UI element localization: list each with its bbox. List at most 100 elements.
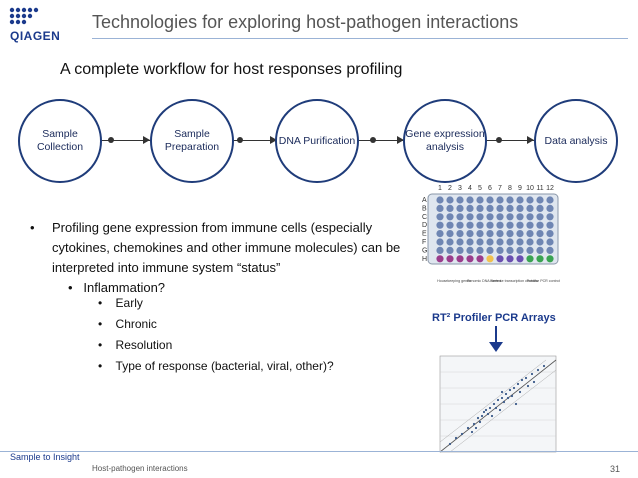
plate-well [516, 221, 524, 229]
plate-column-label: 7 [498, 185, 502, 192]
plate-well [486, 238, 494, 246]
plate-well [436, 221, 444, 229]
scatter-point [526, 384, 530, 388]
scatter-point [494, 406, 498, 410]
down-arrow-icon [489, 326, 503, 352]
plate-legend-label: Positive PCR controls [527, 279, 560, 283]
plate-well [476, 213, 484, 221]
plate-well [496, 204, 504, 212]
plate-well [516, 196, 524, 204]
bullet-subsub: • Chronic [98, 317, 157, 331]
plate-well [486, 246, 494, 254]
plate-well [496, 238, 504, 246]
plate-well [506, 230, 514, 238]
plate-well [496, 246, 504, 254]
scatter-point [508, 388, 512, 392]
connector-arrow-icon [143, 136, 150, 144]
plate-well [526, 204, 534, 212]
plate-well [476, 221, 484, 229]
scatter-point [506, 396, 510, 400]
plate-well [486, 255, 494, 263]
scatter-point [454, 436, 458, 440]
plate-well [536, 204, 544, 212]
plate-well [506, 204, 514, 212]
plate-row-label: D [422, 222, 427, 229]
plate-well [476, 246, 484, 254]
plate-well [506, 221, 514, 229]
plate-well [496, 196, 504, 204]
plate-well [506, 213, 514, 221]
plate-well [446, 196, 454, 204]
plate-well [456, 204, 464, 212]
plate-well [486, 230, 494, 238]
scatter-point [500, 390, 504, 394]
plate-well [436, 246, 444, 254]
plate-well [476, 238, 484, 246]
scatter-plot-image [439, 355, 557, 453]
connector-dot [496, 137, 502, 143]
plate-well [466, 230, 474, 238]
scatter-point [460, 432, 464, 436]
plate-well [466, 238, 474, 246]
plate-well [486, 204, 494, 212]
scatter-point [488, 406, 492, 410]
plate-well [476, 196, 484, 204]
qiagen-logo: QIAGEN [8, 6, 61, 48]
connector-arrow-icon [397, 136, 404, 144]
plate-well [536, 246, 544, 254]
plate-well [506, 255, 514, 263]
plate-well [456, 221, 464, 229]
plate-well [516, 204, 524, 212]
scatter-point [512, 386, 516, 390]
plate-well [486, 213, 494, 221]
plate-well [546, 230, 554, 238]
plate-well [506, 238, 514, 246]
plate-column-label: 1 [438, 185, 442, 192]
plate-well [466, 255, 474, 263]
plate-well [476, 255, 484, 263]
plate-well [446, 238, 454, 246]
plate-well [456, 196, 464, 204]
scatter-point [478, 420, 482, 424]
rt2-label: RT² Profiler PCR Arrays [432, 312, 556, 324]
scatter-point [474, 426, 478, 430]
plate-row-label: F [422, 239, 426, 246]
plate-well [456, 230, 464, 238]
plate-well [436, 213, 444, 221]
plate-well [516, 246, 524, 254]
scatter-point [514, 402, 518, 406]
plate-well [466, 213, 474, 221]
plate-well [516, 230, 524, 238]
plate-well [536, 238, 544, 246]
plate-well [436, 230, 444, 238]
scatter-point [496, 398, 500, 402]
scatter-point [476, 416, 480, 420]
plate-well [476, 230, 484, 238]
plate-well [466, 221, 474, 229]
scatter-point [470, 430, 474, 434]
plate-well [486, 221, 494, 229]
plate-well [446, 204, 454, 212]
plate-well [496, 221, 504, 229]
plate-well [516, 213, 524, 221]
scatter-point [502, 400, 506, 404]
scatter-point [500, 396, 504, 400]
page-title: Technologies for exploring host-pathogen… [92, 12, 519, 32]
plate-well [466, 204, 474, 212]
bullet-subsub: • Resolution [98, 338, 173, 352]
logo-text: QIAGEN [10, 29, 61, 43]
plate-well [446, 230, 454, 238]
plate-well [456, 213, 464, 221]
plate-well [436, 238, 444, 246]
scatter-point [484, 408, 488, 412]
plate-column-label: 12 [546, 185, 554, 192]
scatter-point [466, 426, 470, 430]
plate-well [436, 196, 444, 204]
plate-well [536, 221, 544, 229]
plate-well [546, 204, 554, 212]
plate-well [456, 238, 464, 246]
plate-well [546, 255, 554, 263]
page-number: 31 [610, 464, 621, 474]
plate-well [526, 221, 534, 229]
scatter-point [480, 414, 484, 418]
